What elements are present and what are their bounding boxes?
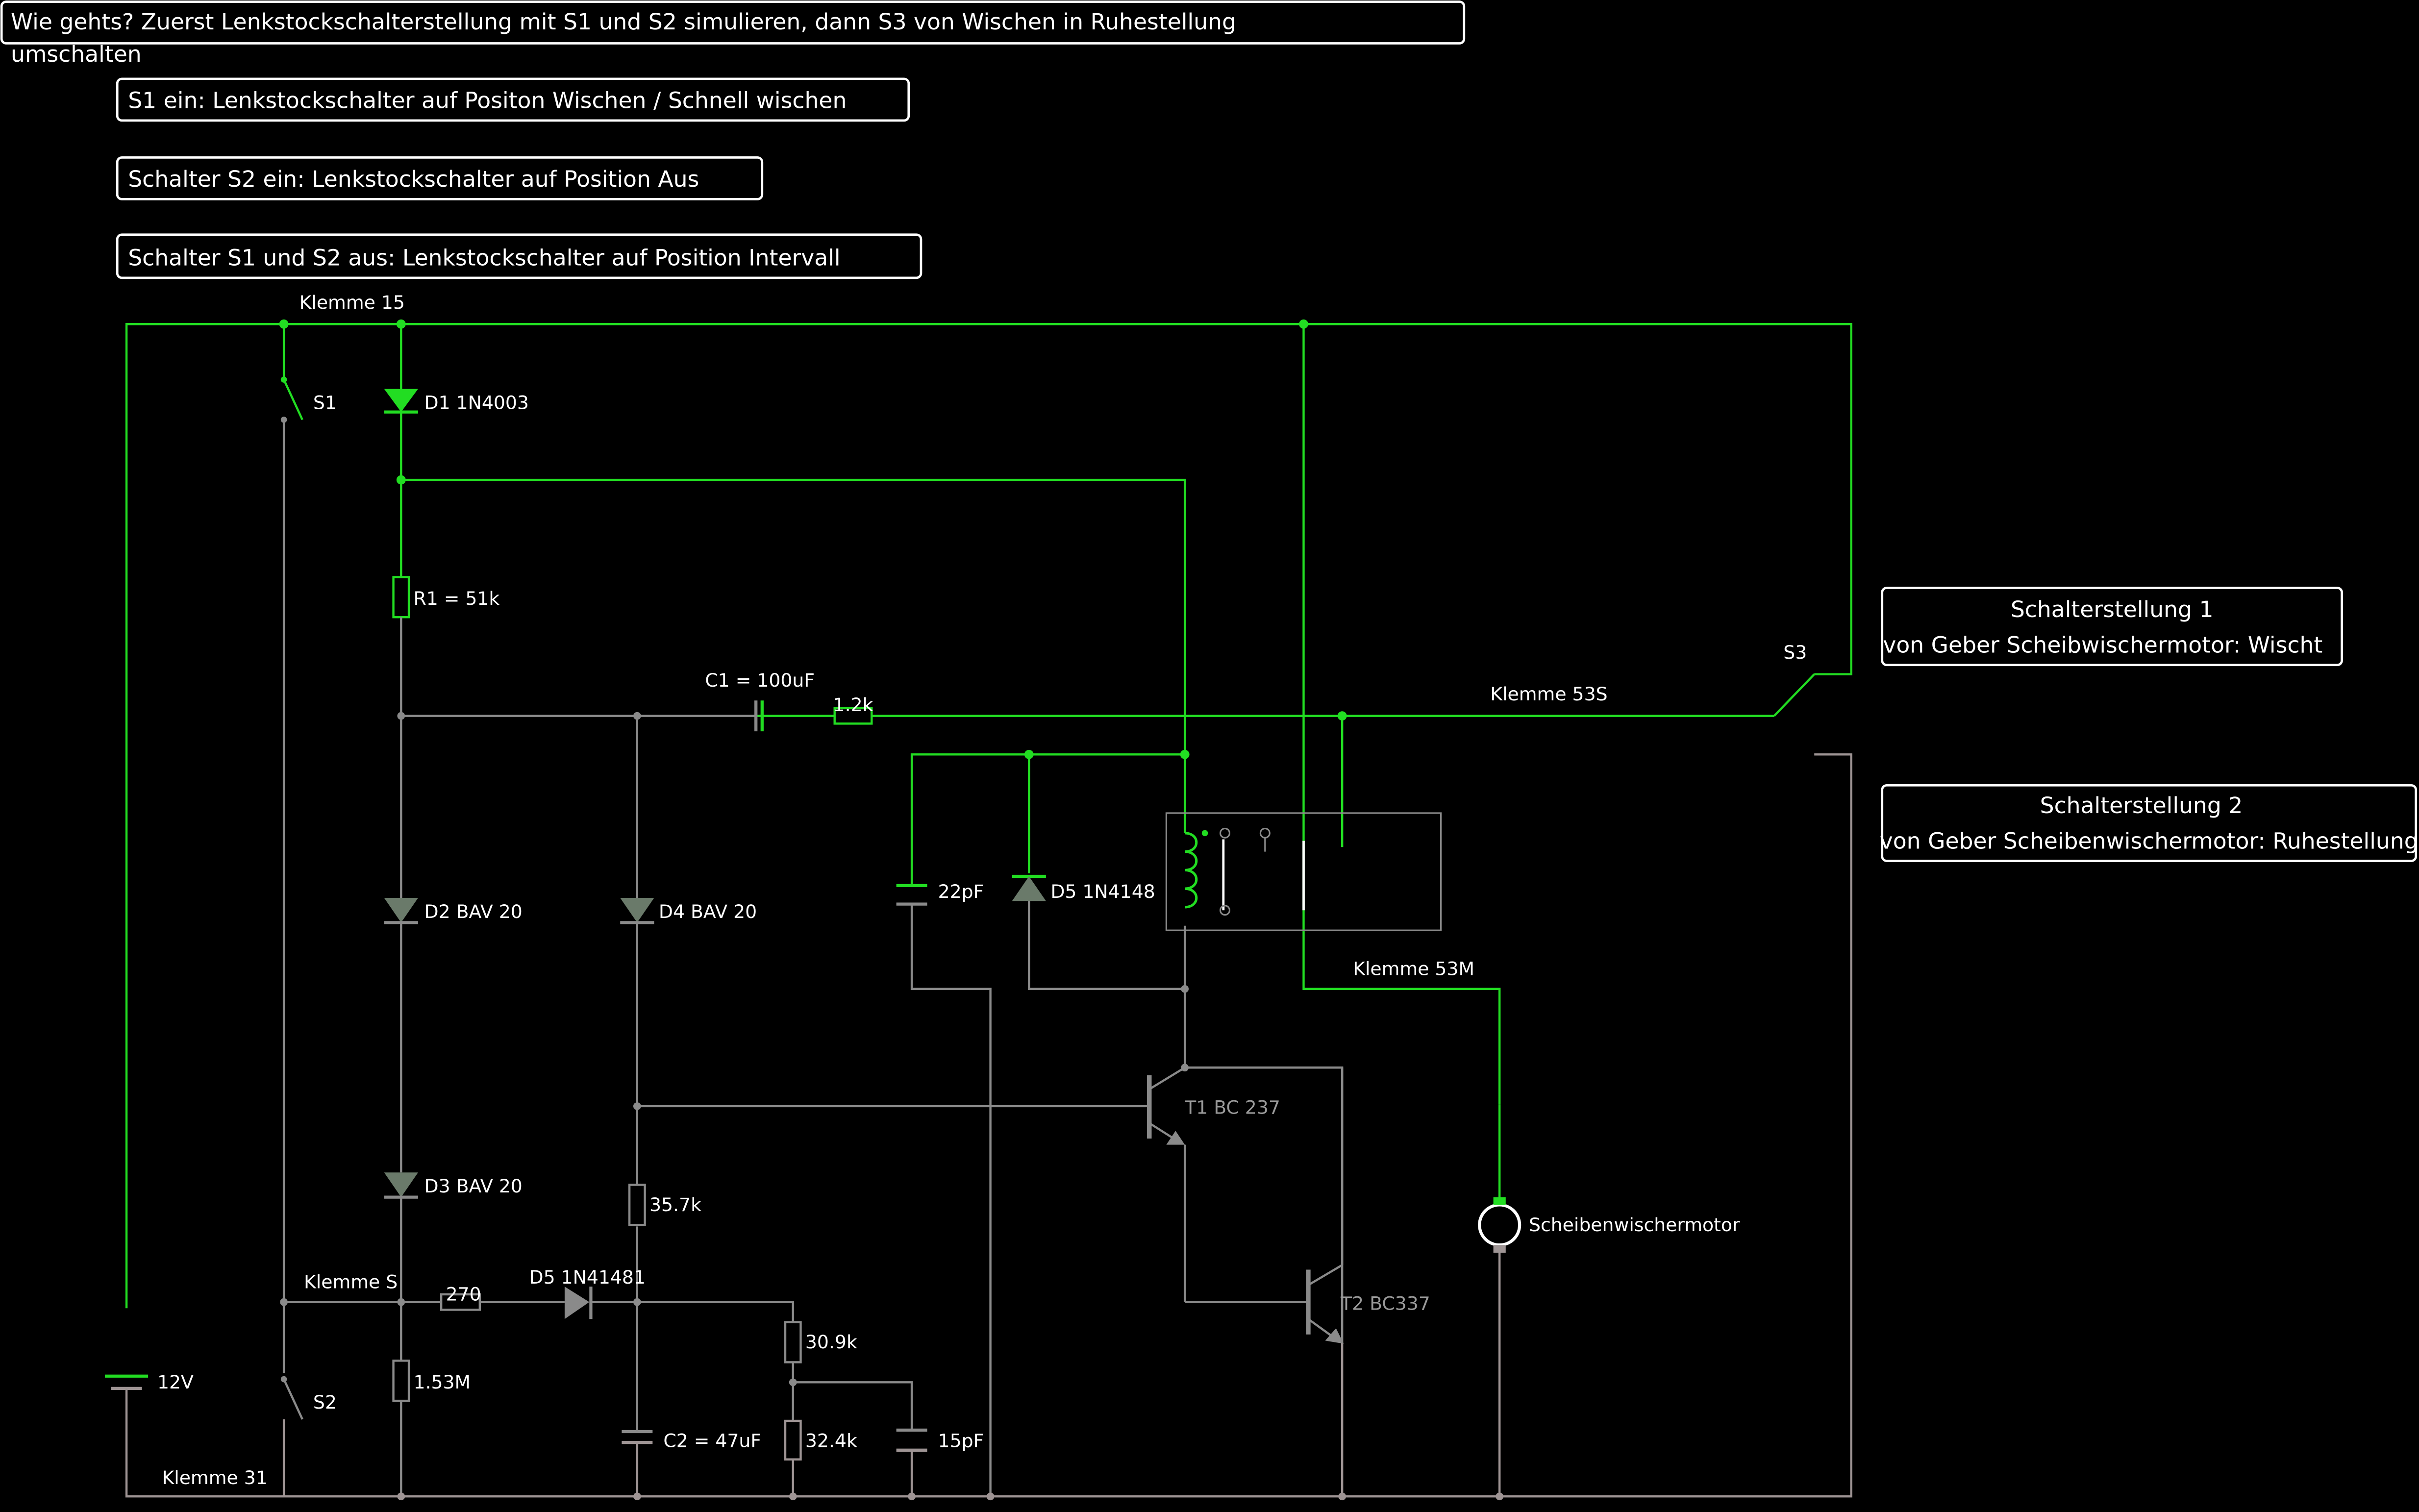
label-klemme-53m: Klemme 53M (1353, 958, 1474, 979)
resistor-1-2k-label: 1.2k (833, 694, 873, 716)
transistor-t1-label: T1 BC 237 (1184, 1097, 1280, 1118)
resistor-35-7k-label: 35.7k (649, 1194, 701, 1215)
capacitor-22pf: 22pF (896, 881, 984, 906)
resistor-1-53m: 1.53M (392, 1360, 471, 1402)
diode-d4-label: D4 BAV 20 (659, 901, 757, 922)
diode-d5-vertical: D5 1N4148 (1012, 874, 1155, 902)
transistor-t1: T1 BC 237 (1147, 1066, 1280, 1145)
capacitor-c2-label: C2 = 47uF (663, 1430, 761, 1452)
wiper-motor-label: Scheibenwischermotor (1529, 1214, 1740, 1236)
diode-d3-label: D3 BAV 20 (424, 1175, 523, 1197)
resistor-32-4k-label: 32.4k (805, 1430, 857, 1452)
transistor-t2: T2 BC337 (1306, 1067, 1430, 1344)
diode-d1-label: D1 1N4003 (424, 392, 529, 413)
battery-label: 12V (157, 1371, 194, 1393)
relay (1165, 812, 1442, 931)
wires-inactive (282, 420, 1344, 1497)
resistor-30-9k: 30.9k (784, 1321, 857, 1363)
resistor-270: 270 (440, 1284, 481, 1311)
note-s1: S1 ein: Lenkstockschalter auf Positon Wi… (116, 77, 910, 122)
label-klemme-15: Klemme 15 (299, 292, 405, 313)
switch-s1[interactable]: S1 (280, 376, 337, 423)
label-klemme-31: Klemme 31 (162, 1467, 267, 1488)
resistor-270-label: 270 (446, 1284, 481, 1305)
diode-d1: D1 1N4003 (384, 389, 529, 414)
battery-12v[interactable]: 12V (105, 1371, 194, 1393)
resistor-r1-label: R1 = 51k (413, 588, 499, 609)
capacitor-c1: C1 = 100uF (705, 669, 815, 732)
switch-s3[interactable]: S3 (1773, 642, 1815, 717)
note-s1-text: S1 ein: Lenkstockschalter auf Positon Wi… (128, 88, 847, 114)
label-klemme-53s: Klemme 53S (1490, 683, 1607, 705)
note-s1-s2: Schalter S1 und S2 aus: Lenkstockschalte… (116, 233, 923, 279)
switch-s1-label: S1 (313, 392, 337, 413)
switch-s3-label: S3 (1783, 642, 1807, 663)
resistor-35-7k: 35.7k (628, 1184, 701, 1226)
note-s2: Schalter S2 ein: Lenkstockschalter auf P… (116, 156, 764, 200)
wiper-motor[interactable]: Scheibenwischermotor (1478, 1197, 1740, 1253)
diode-d5-horizontal: D5 1N41481 (529, 1266, 646, 1319)
note-top-text: Wie gehts? Zuerst Lenkstockschalterstell… (11, 9, 1236, 35)
note-position-2-line1: Schalterstellung 2 (2040, 793, 2243, 818)
resistor-32-4k: 32.4k (784, 1419, 857, 1461)
resistor-1-2k: 1.2k (833, 694, 873, 725)
note-position-1: Schalterstellung 1 von Geber Scheibwisch… (1881, 587, 2343, 667)
transistor-t2-label: T2 BC337 (1340, 1292, 1430, 1314)
note-position-2: Schalterstellung 2 von Geber Scheibenwis… (1880, 784, 2419, 862)
note-top-wrap-text: umschalten (11, 41, 142, 67)
note-position-2-line2: von Geber Scheibenwischermotor: Ruhestel… (1880, 828, 2419, 854)
diode-d2-label: D2 BAV 20 (424, 901, 523, 922)
note-s1-s2-text: Schalter S1 und S2 aus: Lenkstockschalte… (128, 245, 840, 271)
note-top: Wie gehts? Zuerst Lenkstockschalterstell… (0, 0, 1466, 67)
wires-active (125, 323, 1852, 1309)
switch-s2[interactable]: S2 (280, 1376, 337, 1420)
diode-d5-horizontal-label: D5 1N41481 (529, 1266, 646, 1288)
capacitor-15pf: 15pF (896, 1428, 984, 1452)
switch-s2-label: S2 (313, 1391, 337, 1413)
diode-d3: D3 BAV 20 (384, 1172, 523, 1199)
note-position-1-line1: Schalterstellung 1 (2011, 596, 2214, 622)
label-klemme-s: Klemme S (304, 1271, 398, 1292)
note-position-1-line2: von Geber Scheibwischermotor: Wischt (1883, 632, 2322, 658)
resistor-1-53m-label: 1.53M (413, 1371, 471, 1393)
resistor-r1: R1 = 51k (392, 576, 499, 620)
capacitor-c1-label: C1 = 100uF (705, 669, 815, 691)
diode-d4: D4 BAV 20 (620, 898, 757, 924)
ground-bus (125, 753, 1852, 1498)
capacitor-15pf-label: 15pF (938, 1430, 984, 1452)
note-s2-text: Schalter S2 ein: Lenkstockschalter auf P… (128, 166, 699, 192)
capacitor-22pf-label: 22pF (938, 881, 984, 902)
diode-d2: D2 BAV 20 (384, 898, 523, 924)
diode-d5-vertical-label: D5 1N4148 (1050, 881, 1155, 902)
resistor-30-9k-label: 30.9k (805, 1331, 857, 1353)
capacitor-c2: C2 = 47uF (622, 1430, 761, 1452)
